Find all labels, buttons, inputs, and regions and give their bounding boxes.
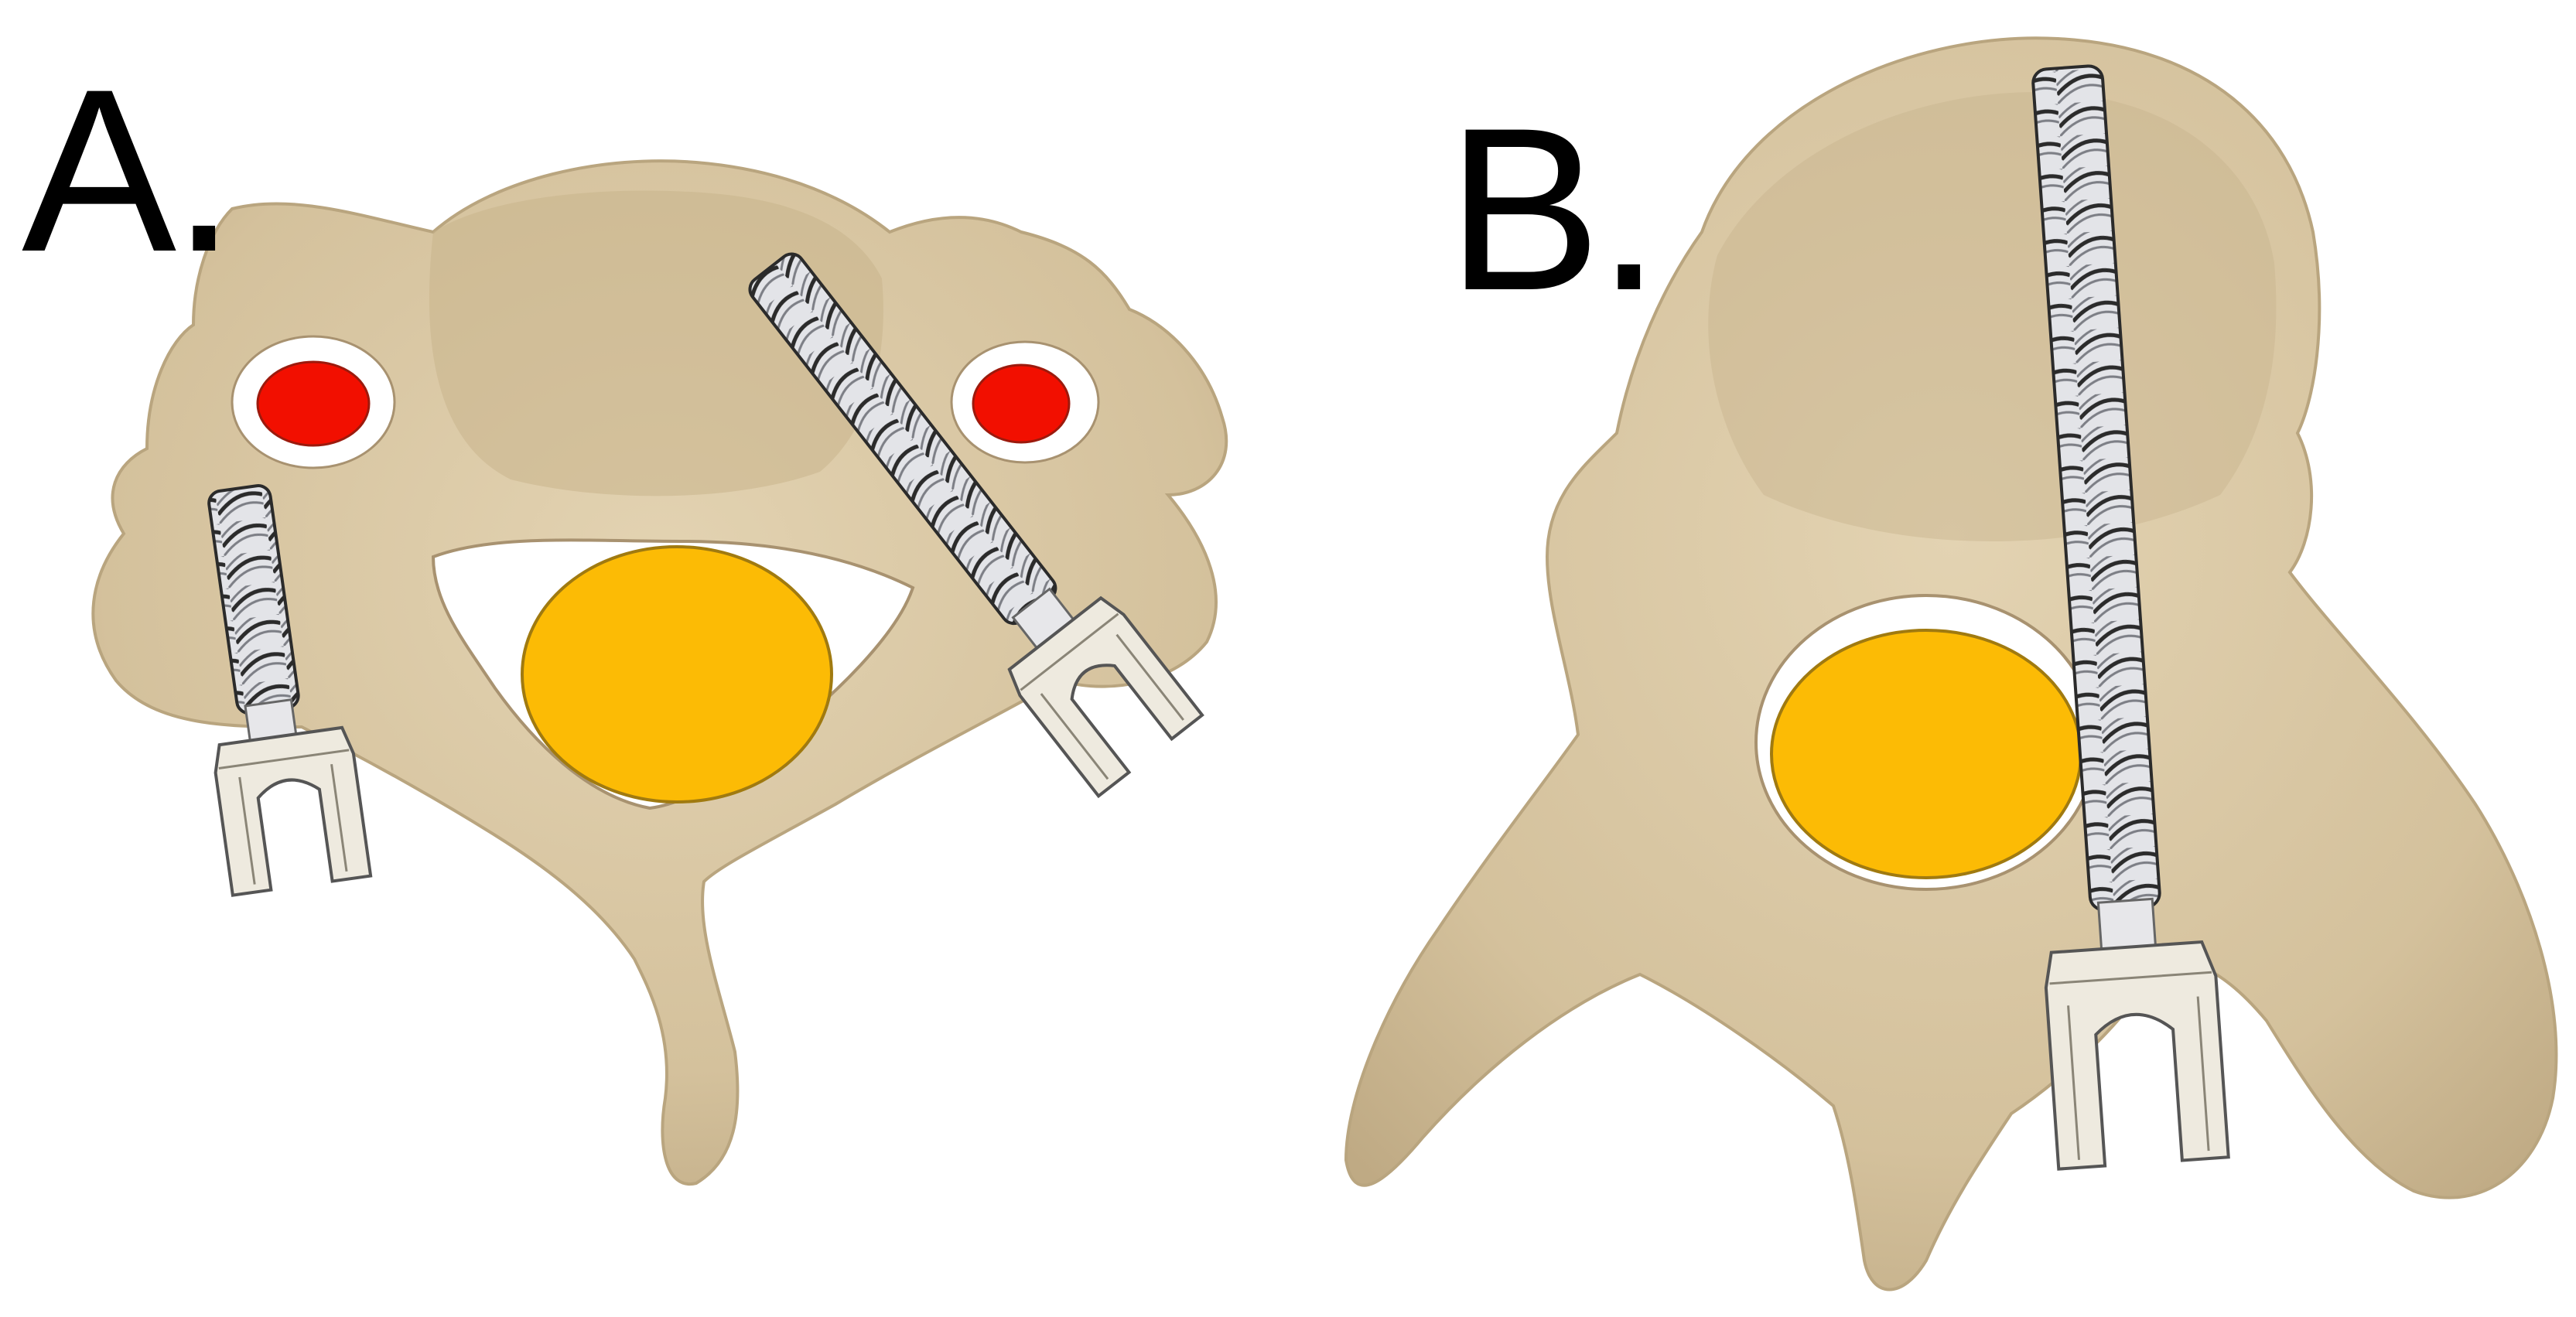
cervical-spinal-cord [521,545,833,804]
left-vertebral-artery [256,360,371,447]
thoracolumbar-spinal-cord [1770,629,2082,879]
right-pedicle-screw-a [748,252,1204,799]
panel-a [91,159,1228,1186]
right-pedicle-screw-b [2031,64,2230,1171]
thoracolumbar-body-shade [1708,92,2277,541]
left-lateral-mass-screw [207,484,373,897]
panel-a-label: A. [22,40,236,300]
panel-b-label: B. [1447,79,1661,339]
right-vertebral-artery [972,363,1071,444]
panel-b [1344,36,2558,1291]
